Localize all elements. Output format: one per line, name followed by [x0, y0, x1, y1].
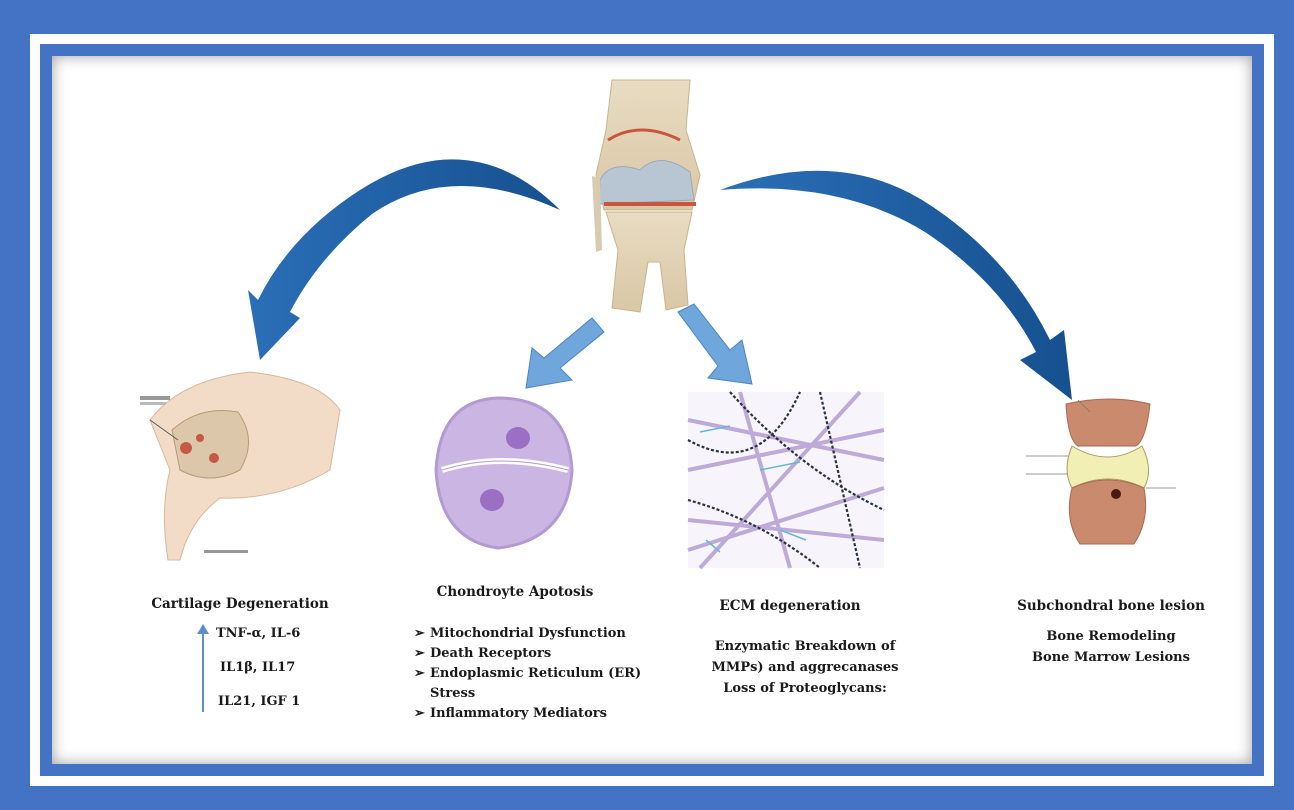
cartilage-knee-icon [140, 372, 340, 560]
list-item: ➢Mitochondrial Dysfunction [414, 624, 641, 644]
ecm-title: ECM degeneration [700, 598, 880, 614]
list-item: Stress [414, 684, 641, 704]
cytokine-1: TNF-α, IL-6 [216, 626, 300, 641]
up-arrow-icon [196, 624, 210, 716]
ecm-text: Enzymatic Breakdown of MMPs) and aggreca… [700, 636, 910, 699]
arrow-to-bone [720, 171, 1072, 400]
arrow-to-apoptosis [526, 318, 604, 388]
list-item: ➢Death Receptors [414, 644, 641, 664]
list-item: ➢Inflammatory Mediators [414, 704, 641, 724]
ecm-fibers-icon [688, 392, 884, 568]
bone-joint-icon [1026, 399, 1176, 544]
ecm-line: MMPs) and aggrecanases [700, 657, 910, 678]
bone-text: Bone Remodeling Bone Marrow Lesions [1016, 626, 1206, 668]
cartilage-title: Cartilage Degeneration [140, 596, 340, 612]
cytokine-3: IL21, IGF 1 [218, 694, 300, 709]
apoptosis-title: Chondroyte Apotosis [420, 584, 610, 600]
arrow-to-ecm [678, 304, 752, 384]
bone-line: Bone Marrow Lesions [1016, 647, 1206, 668]
apoptosis-list: ➢Mitochondrial Dysfunction ➢Death Recept… [414, 624, 641, 724]
arrow-to-cartilage [248, 159, 560, 360]
chondrocyte-cell-icon [436, 398, 572, 548]
list-item: ➢Endoplasmic Reticulum (ER) [414, 664, 641, 684]
ecm-line: Enzymatic Breakdown of [700, 636, 910, 657]
ecm-line: Loss of Proteoglycans: [700, 678, 910, 699]
bone-line: Bone Remodeling [1016, 626, 1206, 647]
cytokine-2: IL1β, IL17 [220, 660, 295, 675]
bone-title: Subchondral bone lesion [1016, 598, 1206, 614]
knee-joint-icon [592, 80, 700, 312]
